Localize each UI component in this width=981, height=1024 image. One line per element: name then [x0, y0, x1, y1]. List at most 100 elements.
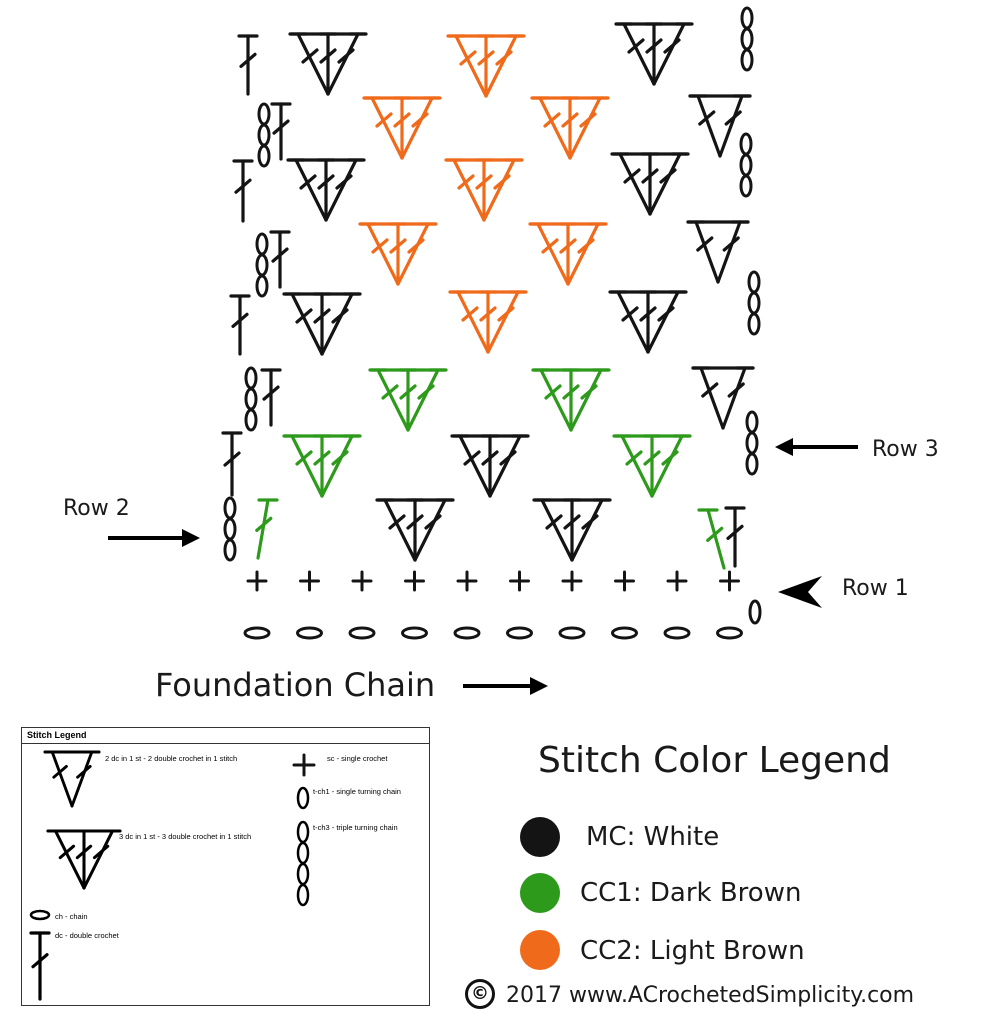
- mc-color-label: MC: White: [586, 822, 720, 852]
- row8-shell-orange: [362, 96, 442, 160]
- row1-single-crochet: [509, 570, 530, 592]
- row2-dc-green-post: [256, 498, 270, 560]
- turning-chain-oval: [255, 274, 269, 298]
- legend-3dc-v-icon-tick: [58, 844, 76, 860]
- turning-chain-oval: [255, 232, 269, 256]
- row8-shell-orange-tick: [543, 112, 561, 128]
- row9-shell-orange-post: [454, 34, 488, 98]
- row5-shell-post: [616, 290, 650, 354]
- row4-shell-2dc-tick: [727, 382, 745, 398]
- row5-shell-post: [320, 292, 354, 356]
- turning-chain-oval: [223, 538, 237, 562]
- legend-turning-chain-3-icon: [296, 820, 310, 907]
- row8-shell-orange-tick: [561, 112, 579, 128]
- foundation-chain-oval: [296, 626, 323, 640]
- row3-shell: [450, 434, 530, 498]
- row1-single-crochet: [719, 570, 740, 592]
- row5-turning-chain: [747, 270, 761, 336]
- foundation-chain-oval: [348, 626, 376, 640]
- foundation-chain-oval: [243, 626, 271, 640]
- row-1-label: Row 1: [842, 576, 909, 601]
- row6-shell-orange-tick: [541, 238, 559, 254]
- row1-arrow: [778, 576, 822, 608]
- row4-shell-green-post: [376, 368, 410, 432]
- row2-shell-tick: [563, 514, 581, 530]
- row6-shell-2dc-tick: [696, 236, 714, 252]
- row5-shell-tick: [657, 306, 675, 322]
- row3-shell-green-tick: [661, 450, 679, 466]
- row6-shell-2dc: [686, 220, 750, 284]
- foundation-chain-oval: [611, 626, 638, 640]
- row3-turning-chain: [745, 410, 759, 476]
- row2-dc-green-end-tick: [706, 526, 724, 542]
- row9-shell-tick: [301, 48, 319, 64]
- legend-chain-oval-icon: [29, 909, 51, 921]
- row-3-label: Row 3: [872, 437, 939, 462]
- row5-shell-orange: [448, 290, 528, 354]
- row2-shell-tick: [388, 514, 406, 530]
- row2-arrow: [108, 529, 200, 547]
- row2-dc-green: [255, 498, 279, 560]
- row5-shell-tick: [639, 306, 657, 322]
- row6-dc-start-tick: [271, 247, 289, 263]
- row4-shell-green: [531, 368, 611, 432]
- legend-double-crochet-icon: [29, 931, 51, 1001]
- row9-shell-orange-post: [484, 34, 518, 98]
- row7-shell-tick: [623, 168, 641, 184]
- row2-shell-tick: [406, 514, 424, 530]
- row4-shell-green-tick: [562, 384, 580, 400]
- row7-shell-orange-tick: [475, 174, 493, 190]
- row9-shell-orange-tick: [495, 50, 513, 66]
- row6-shell-orange-tick: [407, 238, 425, 254]
- legend-text-dc: dc - double crochet: [55, 931, 119, 940]
- row2-shell-tick: [424, 514, 442, 530]
- row3-arrow: [775, 438, 858, 456]
- row9-shell-tick: [319, 48, 337, 64]
- turning-chain-oval: [739, 153, 753, 177]
- turning-chain-oval: [257, 102, 271, 126]
- row5-shell-tick: [295, 308, 313, 324]
- row4-shell-green-post: [539, 368, 573, 432]
- row2-shell-post: [413, 498, 447, 562]
- row5-shell-tick: [621, 306, 639, 322]
- row7-shell-orange-tick: [493, 174, 511, 190]
- legend-single-crochet-plus-icon: [292, 753, 316, 777]
- legend-2dc-v-icon-post: [50, 750, 74, 808]
- row1-single-crochet: [404, 570, 425, 592]
- row7-dc-start: [232, 159, 254, 223]
- row4-shell-green-tick: [580, 384, 598, 400]
- turning-chain-oval: [257, 123, 271, 147]
- row8-shell-orange-post: [370, 96, 404, 160]
- row3-shell-green-tick: [643, 450, 661, 466]
- row7-shell-orange-post: [482, 158, 516, 222]
- row2-shell: [532, 498, 612, 562]
- turning-chain-oval: [745, 410, 759, 434]
- row2-shell: [375, 498, 455, 562]
- stitch-legend: Stitch Legend 2 dc in 1 st - 2 double cr…: [21, 727, 430, 1006]
- row2-dc-end: [724, 506, 746, 568]
- row3-shell-green-tick: [313, 450, 331, 466]
- row3-shell-green-tick: [331, 450, 349, 466]
- legend-turning-chain-3-oval: [296, 841, 310, 865]
- turning-chain-oval: [747, 291, 761, 315]
- row2-dc-green-tick: [255, 516, 273, 532]
- row4-dc-start: [260, 368, 282, 427]
- row7-turning-chain: [739, 132, 753, 198]
- stitch-legend-title: Stitch Legend: [27, 730, 87, 740]
- row2-arrow-head: [182, 529, 200, 547]
- turning-chain-oval: [739, 132, 753, 156]
- row8-shell-2dc-post: [718, 94, 744, 158]
- row9-dc-start-tick: [239, 52, 257, 68]
- row4-shell-green-post: [406, 368, 440, 432]
- row4-shell-2dc-post: [721, 366, 747, 430]
- row3-shell-green-post: [320, 434, 354, 498]
- foundation-chain-oval: [506, 626, 533, 640]
- row9-shell: [614, 22, 694, 86]
- row4-shell-green: [368, 368, 448, 432]
- row5-shell-tick: [313, 308, 331, 324]
- row7-shell-orange-post: [452, 158, 486, 222]
- row5-dc-start-tick: [231, 312, 249, 328]
- row4-dc-start-tick: [262, 385, 280, 401]
- row3-shell-green: [282, 434, 362, 498]
